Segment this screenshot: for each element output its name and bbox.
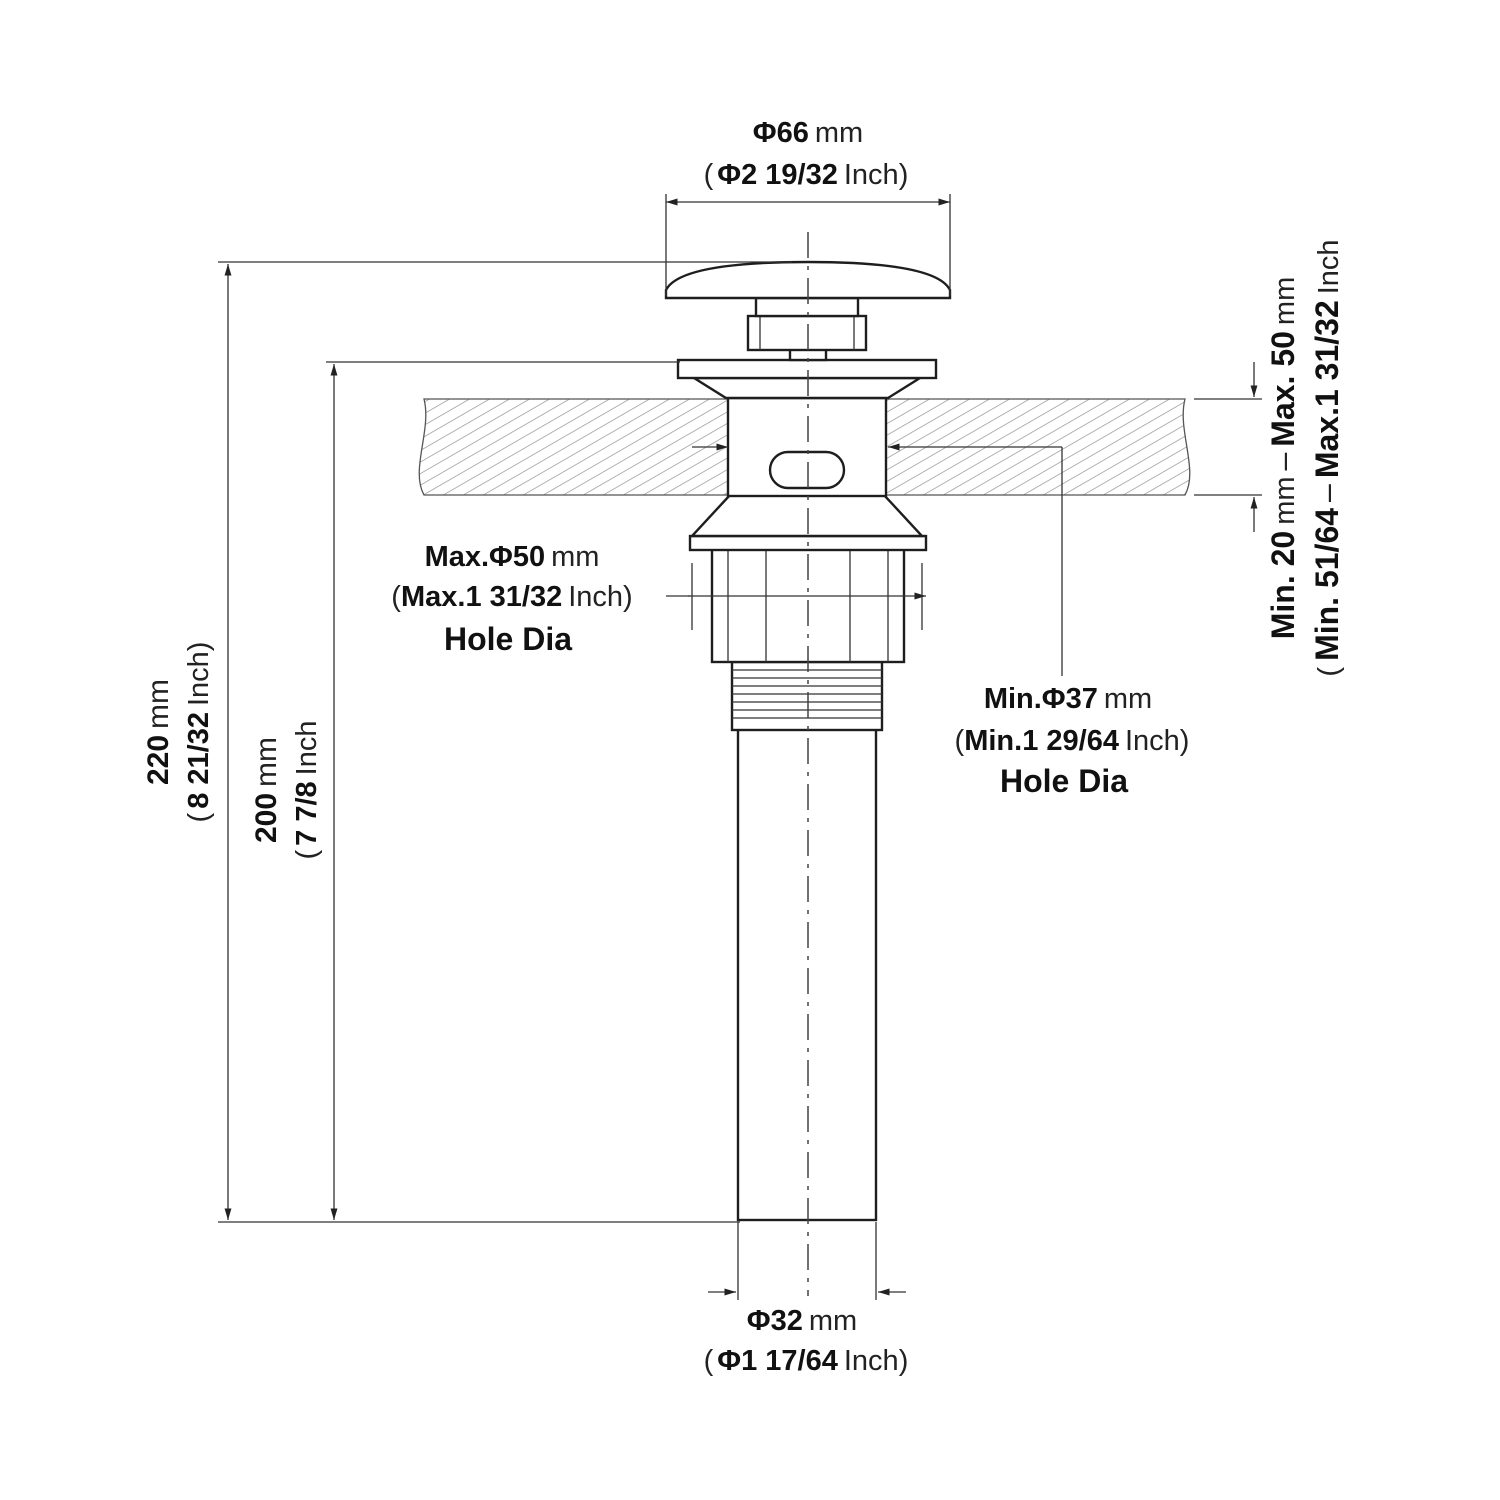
svg-text:220mm: 220mm	[142, 679, 175, 785]
svg-text:200mm: 200mm	[250, 737, 283, 843]
drain-assembly	[664, 260, 952, 1222]
stem-neck	[754, 296, 860, 318]
thickness-label: Min. 20mm–Max. 50mm (Min. 51/64–Max.1 31…	[1265, 239, 1345, 676]
countertop-left-section	[418, 398, 729, 496]
overflow-slot	[768, 450, 846, 490]
svg-text:(Min. 51/64–Max.1 31/32Inch: (Min. 51/64–Max.1 31/32Inch	[1309, 239, 1345, 676]
flange-neck	[689, 376, 925, 400]
countertop	[418, 398, 1191, 496]
svg-text:(7 7/8Inch: (7 7/8Inch	[291, 721, 323, 860]
svg-text:(8 21/32Inch): (8 21/32Inch)	[183, 642, 215, 823]
min-hole-caption: Hole Dia	[1000, 763, 1128, 799]
tail-pipe	[736, 726, 878, 1222]
svg-text:Min. 20mm–Max. 50mm: Min. 20mm–Max. 50mm	[1265, 277, 1301, 640]
threaded-section	[730, 660, 884, 732]
max-hole-caption: Hole Dia	[444, 621, 572, 657]
dimension-lines	[218, 194, 1262, 1300]
flange	[676, 358, 938, 380]
locking-nut	[710, 546, 906, 664]
stem-collar	[746, 314, 868, 352]
lower-cone	[689, 493, 925, 538]
overall-height-label: 220mm (8 21/32Inch)	[142, 642, 215, 823]
body-height-label: 200mm (7 7/8Inch	[250, 721, 323, 860]
